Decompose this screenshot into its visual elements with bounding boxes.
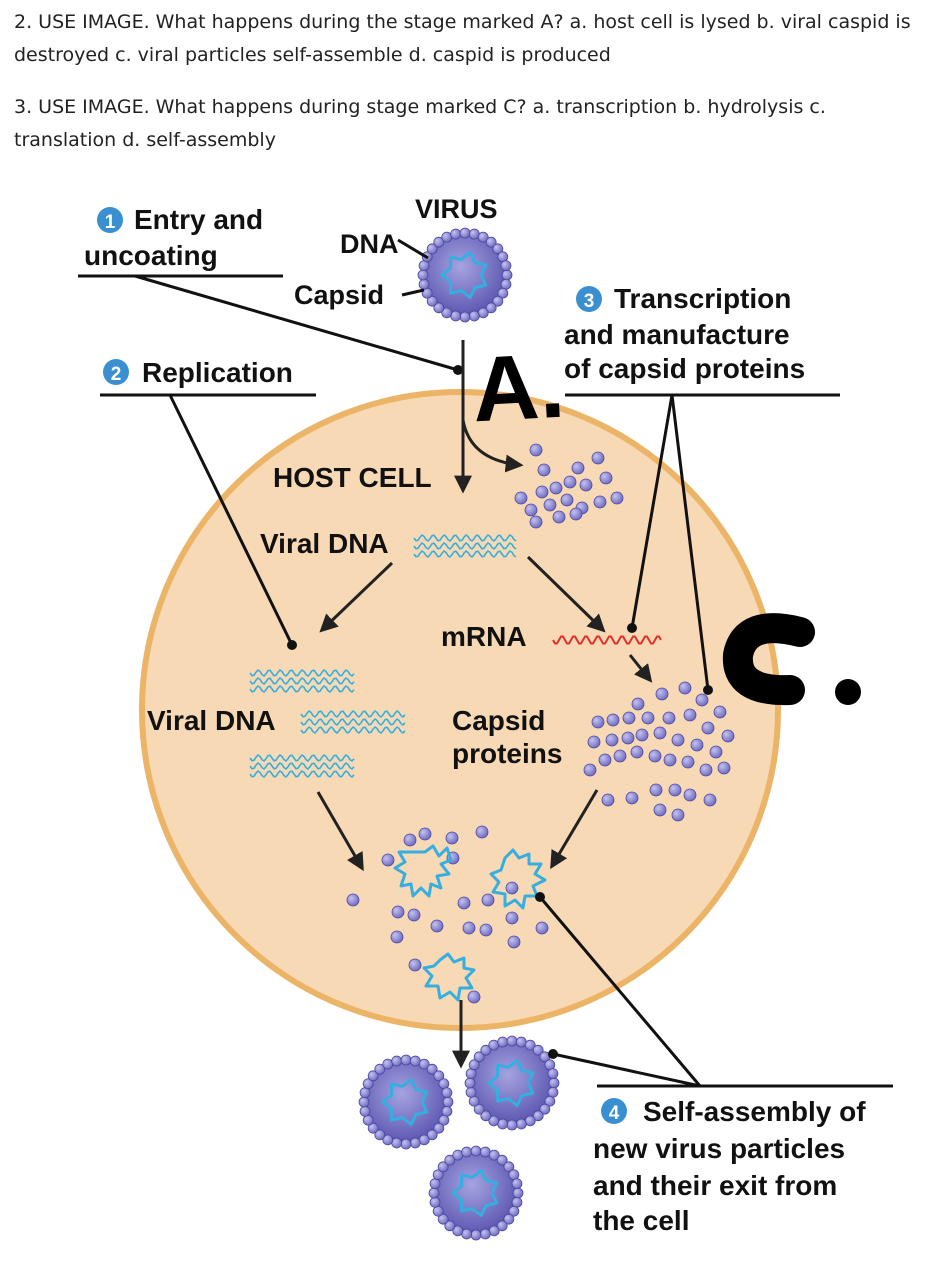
dna-label: DNA [340,229,399,259]
step-4-line-2: new virus particles [593,1133,845,1164]
leader-dots [287,365,713,1059]
question-2: 2. USE IMAGE. What happens during the st… [14,11,911,66]
handwritten-label-c [722,613,861,706]
released-proteins-cluster [514,443,624,529]
viral-dna-strands [249,533,517,779]
virus-particle-new-3 [428,1145,524,1241]
capsid-proteins-label-2: proteins [452,738,562,769]
mrna-label: mRNA [441,621,527,652]
step-3-line-2: and manufacture [564,319,790,350]
capsid-proteins-cluster [583,681,735,822]
viral-dna-label-left: Viral DNA [147,705,276,736]
step-1-line-1: Entry and [134,204,263,235]
step-1-line-2: uncoating [84,240,218,271]
mrna-strand [552,635,662,645]
virus-label: VIRUS [415,194,498,224]
assembly-dna-loops [393,844,547,1002]
step-1-number: 1 [105,212,116,233]
step-3-number: 3 [584,291,595,312]
question-3: 3. USE IMAGE. What happens during stage … [14,96,826,151]
step-2-line-1: Replication [142,357,293,388]
step-2-number-circle [103,359,129,385]
virus-particle-new-2 [464,1035,560,1131]
step-4-number: 4 [609,1103,620,1124]
handwritten-label-a: A. [470,335,567,442]
step-3-number-circle [576,286,602,312]
leader-lines [78,238,893,1088]
step-1-number-circle [97,207,123,233]
host-cell-label: HOST CELL [273,462,432,493]
step-4-line-4: the cell [593,1205,689,1236]
step-4-line-1: Self-assembly of [643,1096,866,1127]
step-3-line-1: Transcription [614,283,791,314]
viral-dna-label-top: Viral DNA [260,528,389,559]
virus-particle-new-1 [358,1054,454,1150]
virus-particle-top [417,227,513,323]
step-4-number-circle [601,1098,627,1124]
step-3-line-3: of capsid proteins [564,353,805,384]
step-4-line-3: and their exit from [593,1170,837,1201]
process-arrows [316,340,653,1069]
capsid-proteins-label-1: Capsid [452,705,545,736]
capsid-label: Capsid [294,280,384,310]
step-2-number: 2 [111,364,122,385]
